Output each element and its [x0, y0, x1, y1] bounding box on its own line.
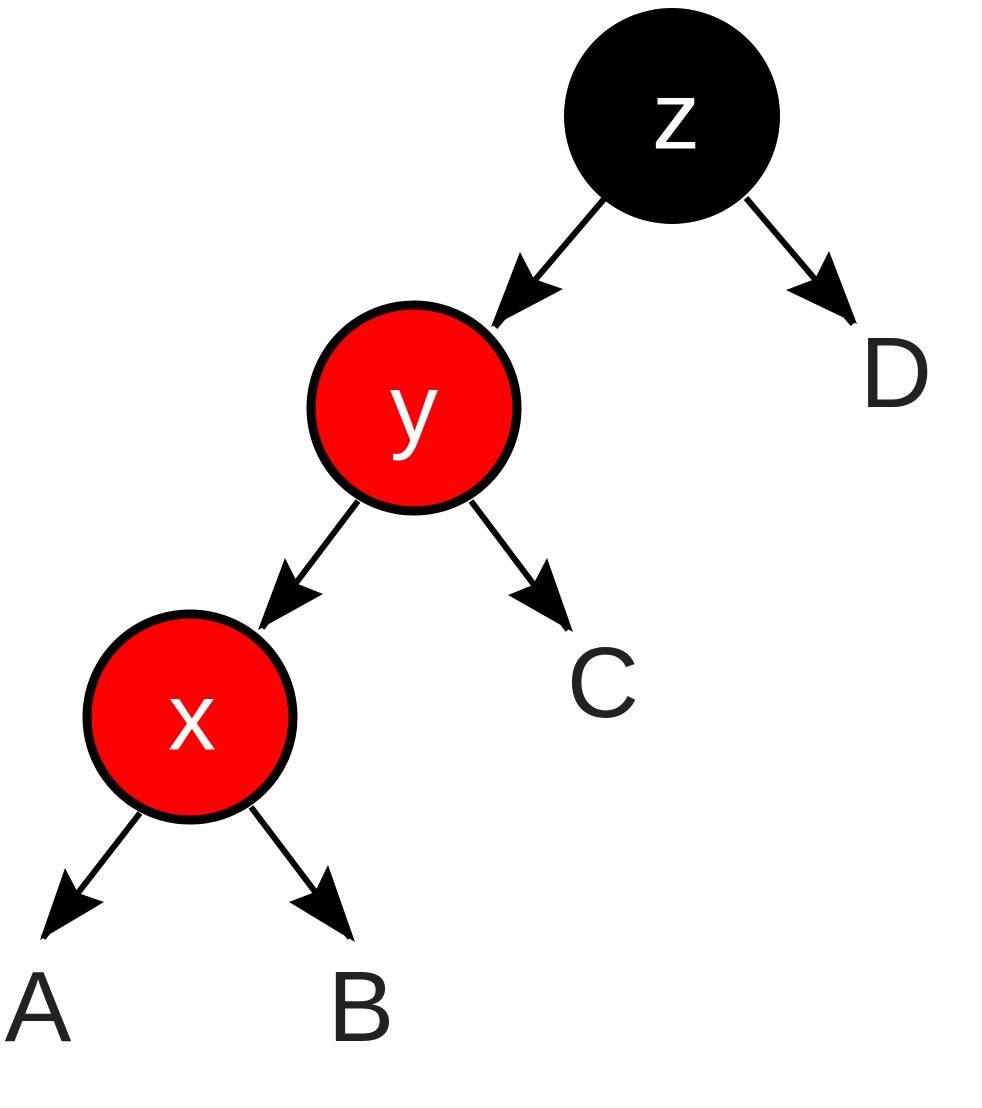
arrowhead-z-y [491, 252, 563, 327]
leaf-label-d: D [860, 317, 932, 429]
arrowhead-y-c [508, 558, 573, 632]
arrowhead-x-a [40, 868, 104, 940]
node-x-circle [82, 609, 298, 825]
tree-node-y: y [306, 300, 522, 516]
arrowhead-z-d [786, 251, 857, 324]
leaf-label-c: C [567, 627, 639, 739]
leaf-label-b: B [328, 951, 395, 1063]
node-y-circle [306, 300, 522, 516]
leaf-label-a: A [5, 951, 72, 1063]
tree-node-z: z [564, 8, 780, 224]
arrowhead-y-x [258, 558, 323, 630]
node-z-circle [564, 8, 780, 224]
node-y-label: y [390, 355, 438, 462]
tree-node-x: x [82, 609, 298, 825]
node-x-label: x [168, 664, 216, 771]
node-z-label: z [652, 63, 700, 170]
arrowhead-x-b [289, 865, 355, 942]
edges [40, 196, 857, 942]
